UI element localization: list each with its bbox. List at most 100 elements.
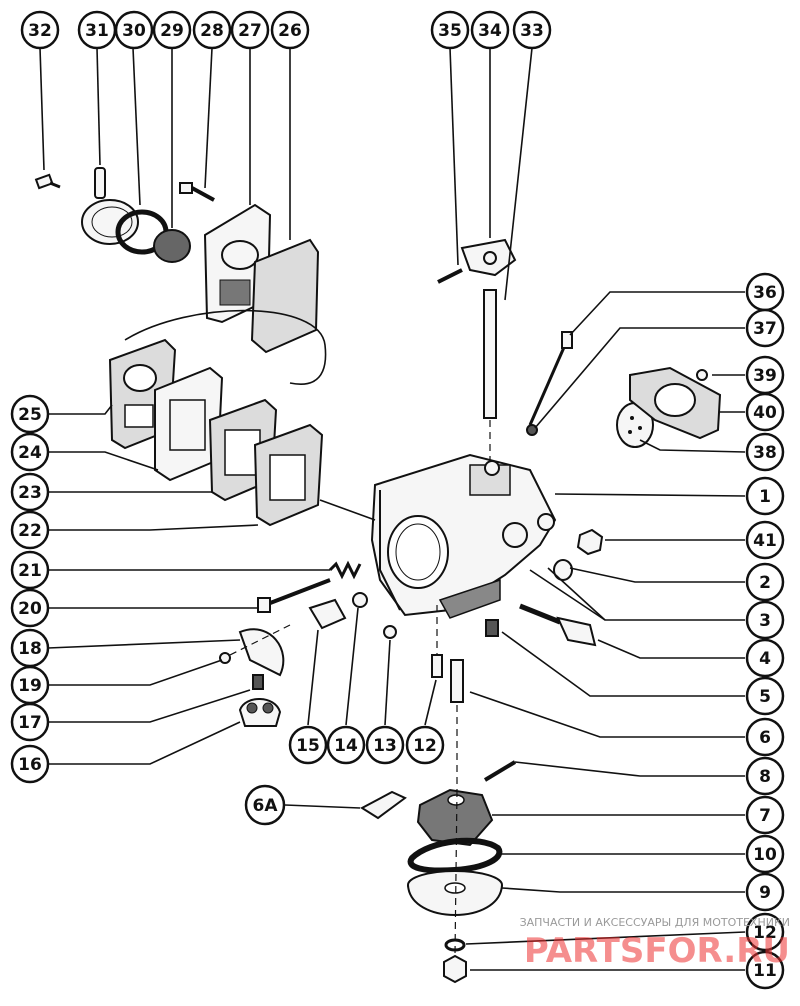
leader-17 <box>48 721 241 765</box>
leader-15 <box>345 607 359 726</box>
svg-text:10: 10 <box>753 845 777 865</box>
callout-36: 35 <box>430 10 470 50</box>
svg-text:16: 16 <box>18 755 42 775</box>
leader-4 <box>597 639 745 659</box>
part-42-nut <box>576 528 604 556</box>
leader-19 <box>47 639 241 649</box>
callout-39: 38 <box>745 432 785 472</box>
callout-10: 10 <box>745 834 785 874</box>
callout-33: 32 <box>20 10 60 50</box>
svg-text:12: 12 <box>753 923 777 943</box>
callout-40: 39 <box>745 355 785 395</box>
leader-37 <box>569 291 745 336</box>
callout-30: 29 <box>152 10 192 50</box>
part-2-plug <box>553 559 573 581</box>
callout-32: 31 <box>77 10 117 50</box>
svg-text:2: 2 <box>759 573 771 593</box>
callout-34: 33 <box>512 10 552 50</box>
callout-18: 17 <box>10 702 50 742</box>
leader-13 <box>424 679 437 726</box>
callout-16: 15 <box>288 725 328 765</box>
svg-text:37: 37 <box>753 319 777 339</box>
callout-42: 41 <box>745 520 785 560</box>
leader-36 <box>449 47 459 266</box>
leader-31 <box>132 47 141 206</box>
svg-text:32: 32 <box>28 21 52 41</box>
part-22-spring <box>328 560 362 580</box>
svg-text:5: 5 <box>759 687 771 707</box>
callout-41: 40 <box>745 392 785 432</box>
leader-12 <box>465 931 746 945</box>
callout-21: 20 <box>10 588 50 628</box>
leader-16 <box>307 629 319 726</box>
svg-text:21: 21 <box>18 561 42 581</box>
callout-11: 11 <box>745 950 785 990</box>
callout-31: 30 <box>114 10 154 50</box>
callout-6A: 6A <box>244 784 286 826</box>
part-13-jet <box>431 654 443 678</box>
alignment-line-bowl <box>454 789 458 956</box>
leader-23-body <box>319 499 376 521</box>
part-15-screw <box>352 592 368 608</box>
svg-text:20: 20 <box>18 599 42 619</box>
part-10-bowl-gasket <box>407 837 503 874</box>
part-14-screw <box>383 625 397 639</box>
svg-text:12: 12 <box>413 736 437 756</box>
svg-text:36: 36 <box>753 283 777 303</box>
leader-lines <box>39 47 746 971</box>
svg-text:22: 22 <box>18 521 42 541</box>
leader-23 <box>48 524 259 531</box>
part-29-screw <box>179 182 215 202</box>
part-11-drain-plug <box>443 954 467 984</box>
svg-text:3: 3 <box>759 611 771 631</box>
svg-text:41: 41 <box>753 531 777 551</box>
part-30-screen <box>153 229 191 263</box>
watermark: ЗАПЧАСТИ И АКСЕССУАРЫ ДЛЯ МОТОТЕХНИКИ PA… <box>520 916 790 971</box>
svg-text:8: 8 <box>759 767 771 787</box>
part-5-spring <box>485 619 499 637</box>
svg-text:24: 24 <box>18 443 42 463</box>
svg-text:26: 26 <box>278 21 302 41</box>
callout-24: 23 <box>10 472 50 512</box>
leader-26 <box>48 404 113 415</box>
part-23-gasket <box>253 423 324 527</box>
part-41-flange-gasket <box>629 366 722 440</box>
part-33-screw <box>34 173 61 190</box>
callout-29: 28 <box>192 10 232 50</box>
leader-29 <box>204 47 213 189</box>
callout-4: 4 <box>745 638 785 678</box>
svg-text:14: 14 <box>334 736 358 756</box>
callout-22: 21 <box>10 550 50 590</box>
callout-3: 3 <box>745 600 785 640</box>
leader-6 <box>469 691 745 738</box>
leader-14 <box>384 639 391 726</box>
part-6-needle <box>450 659 464 790</box>
part-19-plate <box>238 628 285 677</box>
leader-25 <box>48 451 159 471</box>
callout-1: 1 <box>745 476 785 516</box>
callout-9: 9 <box>745 872 785 912</box>
callout-13: 12 <box>405 725 445 765</box>
part-6A-clip <box>360 790 407 820</box>
leader-32 <box>96 47 101 166</box>
callout-5: 5 <box>745 676 785 716</box>
leader-2 <box>569 567 745 583</box>
svg-text:17: 17 <box>18 713 42 733</box>
svg-text:11: 11 <box>753 961 777 981</box>
svg-text:19: 19 <box>18 676 42 696</box>
svg-text:35: 35 <box>438 21 462 41</box>
callout-17: 16 <box>10 744 50 784</box>
part-21-screw <box>257 578 331 613</box>
svg-text:23: 23 <box>18 483 42 503</box>
svg-text:27: 27 <box>238 21 262 41</box>
leader-9 <box>501 887 745 893</box>
svg-text:15: 15 <box>296 736 320 756</box>
part-27-diaphragm <box>250 238 320 354</box>
callout-7: 7 <box>745 795 785 835</box>
callout-25: 24 <box>10 432 50 472</box>
part-32-fitting <box>81 167 139 245</box>
callout-38: 37 <box>745 308 785 348</box>
callout-23: 22 <box>10 510 50 550</box>
part-35-lever <box>460 238 517 277</box>
